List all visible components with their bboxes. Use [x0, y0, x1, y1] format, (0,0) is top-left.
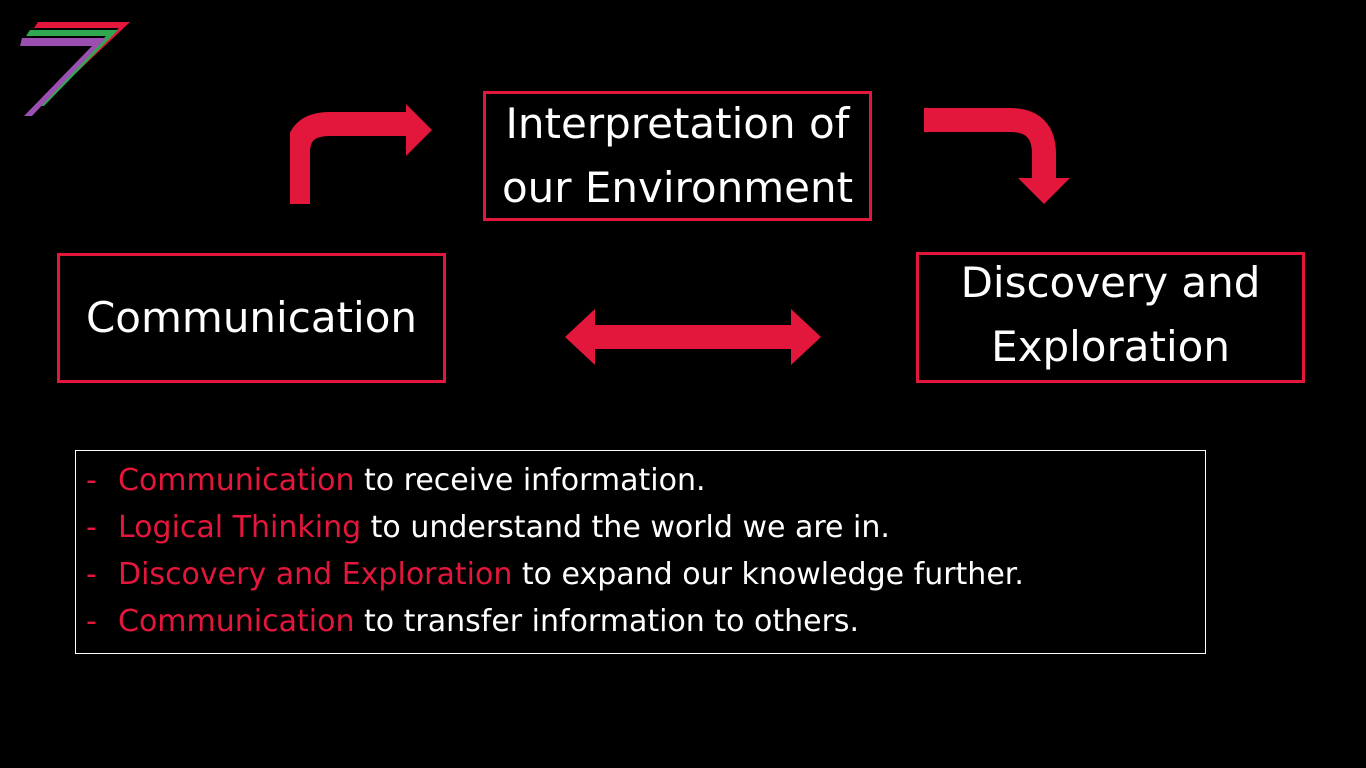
curved-arrow-up-right-icon [290, 104, 432, 204]
node-discovery-line-1: Discovery and [960, 258, 1261, 307]
list-item: -Communication to transfer information t… [86, 598, 1205, 645]
list-item: -Communication to receive information. [86, 457, 1205, 504]
list-item: -Discovery and Exploration to expand our… [86, 551, 1205, 598]
bullet-highlight: Logical Thinking [118, 510, 362, 545]
bullet-highlight: Communication [118, 604, 355, 639]
seven-stripes-logo-icon [20, 22, 130, 116]
node-interpretation: Interpretation of our Environment [483, 91, 872, 221]
double-headed-arrow-icon [565, 309, 821, 365]
bullet-text: to understand the world we are in. [361, 510, 890, 545]
node-interpretation-line-2: our Environment [501, 163, 854, 212]
bullet-dash: - [86, 604, 97, 639]
node-discovery: Discovery and Exploration [916, 252, 1305, 383]
list-item: -Logical Thinking to understand the worl… [86, 504, 1205, 551]
bullet-text: to transfer information to others. [354, 604, 860, 639]
bullet-dash: - [86, 557, 97, 592]
bullet-text: to expand our knowledge further. [512, 557, 1024, 592]
bullet-list: -Communication to receive information. -… [75, 450, 1206, 654]
node-interpretation-line-1: Interpretation of [505, 99, 850, 148]
bullet-highlight: Communication [118, 463, 355, 498]
curved-arrow-right-down-icon [924, 108, 1070, 204]
bullet-text: to receive information. [354, 463, 706, 498]
bullet-dash: - [86, 463, 97, 498]
node-communication-label: Communication [85, 293, 418, 342]
bullet-highlight: Discovery and Exploration [118, 557, 513, 592]
node-discovery-line-2: Exploration [991, 322, 1230, 371]
node-communication: Communication [57, 253, 446, 383]
bullet-dash: - [86, 510, 97, 545]
